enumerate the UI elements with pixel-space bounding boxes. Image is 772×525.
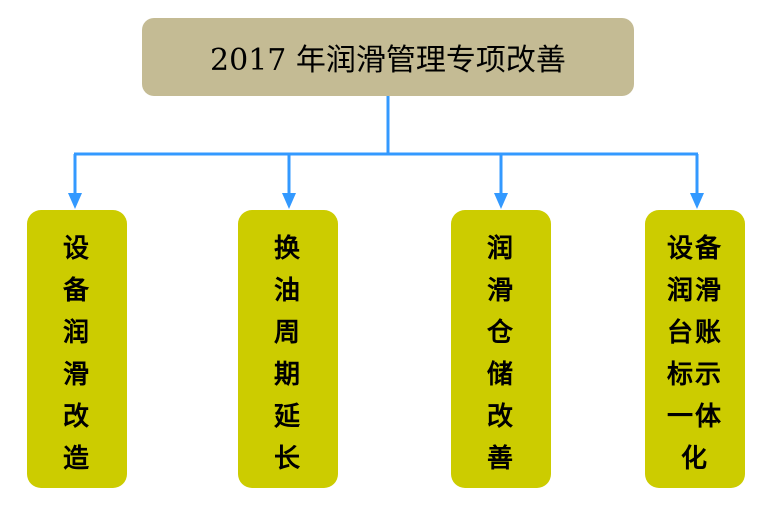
branch-text-line: 润 [62, 318, 91, 348]
branch-node-1: 设备润滑改造 [27, 210, 127, 488]
branch-text-line: 油 [273, 276, 302, 306]
branch-text-line: 长 [273, 444, 302, 474]
arrow-down-icon [68, 193, 82, 209]
branch-text-line: 善 [486, 444, 515, 474]
arrow-down-icon [690, 193, 704, 209]
arrow-down-icon [494, 193, 508, 209]
branch-text-line: 滑 [486, 276, 515, 306]
branch-text-line: 延 [273, 402, 302, 432]
branch-text-line: 润 [486, 234, 515, 264]
branch-text-line: 设备 [666, 234, 723, 264]
branch-node-4: 设备润滑台账标示一体化 [645, 210, 745, 488]
branch-text-line: 台账 [666, 318, 723, 348]
branch-text-line: 标示 [666, 360, 723, 390]
branch-text-line: 仓 [486, 318, 515, 348]
branch-text-line: 储 [486, 360, 515, 390]
root-node: 2017 年润滑管理专项改善 [142, 18, 634, 96]
branch-text-line: 设 [62, 234, 91, 264]
branch-text-line: 换 [273, 234, 302, 264]
branch-text-line: 化 [680, 444, 709, 474]
branch-text-line: 润滑 [666, 276, 723, 306]
branch-text-line: 期 [273, 360, 302, 390]
branch-text-line: 滑 [62, 360, 91, 390]
arrow-down-icon [282, 193, 296, 209]
branch-text-line: 造 [62, 444, 91, 474]
branch-text-line: 改 [62, 402, 91, 432]
branch-text-line: 改 [486, 402, 515, 432]
branch-text-line: 一体 [666, 402, 723, 432]
branch-text-line: 周 [273, 318, 302, 348]
root-title: 2017 年润滑管理专项改善 [210, 43, 566, 78]
branch-node-3: 润滑仓储改善 [451, 210, 551, 488]
branch-node-2: 换油周期延长 [238, 210, 338, 488]
branch-text-line: 备 [62, 276, 91, 306]
